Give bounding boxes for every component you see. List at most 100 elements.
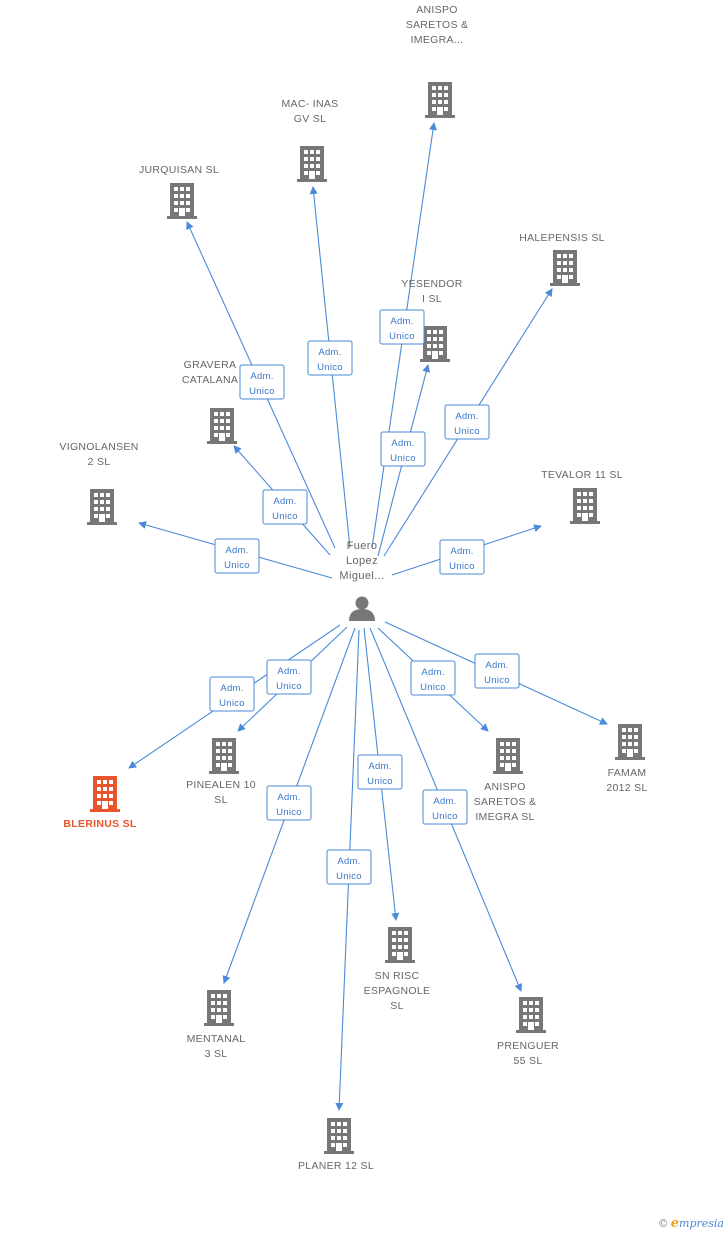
edge-label-text: Adm. — [337, 856, 360, 867]
company-label-line: SL — [390, 1000, 403, 1012]
edge-label-text: Unico — [449, 561, 475, 572]
edge-label-text: Unico — [272, 511, 298, 522]
edge-label-text: Adm. — [225, 545, 248, 556]
edge-label-box — [357, 754, 403, 790]
edge-label-box — [474, 653, 520, 689]
building-icon — [90, 776, 120, 812]
edge-label-box — [209, 676, 255, 712]
company-node-planer[interactable]: PLANER 12 SL — [298, 1118, 374, 1172]
edge-label-anispo-top: Adm. Unico — [379, 309, 425, 345]
building-icon — [385, 927, 415, 963]
building-icon — [493, 738, 523, 774]
edge-label-text: Unico — [317, 362, 343, 373]
edge-label-box — [262, 489, 308, 525]
company-node-mentanal[interactable]: MENTANAL 3 SL — [187, 990, 246, 1060]
edge-label-box — [266, 785, 312, 821]
company-label-line: CATALANA — [182, 374, 238, 386]
building-icon — [209, 738, 239, 774]
person-name-line: Lopez — [346, 555, 378, 567]
company-label-line: 55 SL — [514, 1055, 543, 1067]
edge-label-mentanal: Adm.Unico — [266, 785, 312, 821]
edge-label-text: Unico — [367, 776, 393, 787]
company-label-line: YESENDOR — [401, 278, 462, 290]
company-label-line: IMEGRA... — [411, 34, 464, 46]
building-icon — [570, 488, 600, 524]
edge-label-box — [307, 340, 353, 376]
company-label-line: FAMAM — [608, 767, 647, 779]
edge-label-text: Adm. — [368, 761, 391, 772]
company-label-line: ESPAGNOLE — [364, 985, 431, 997]
edge-label-text: Unico — [390, 453, 416, 464]
edge-label-text: Adm. — [485, 660, 508, 671]
edge-label-anispo-bottom: Adm.Unico — [410, 660, 456, 696]
company-node-blerinus[interactable]: BLERINUS SL — [63, 776, 137, 830]
company-node-yesendor[interactable]: YESENDOR I SL — [401, 278, 462, 362]
company-label-line: MENTANAL — [187, 1033, 246, 1045]
company-label-line: PRENGUER — [497, 1040, 559, 1052]
empresia-watermark[interactable]: ©empresia — [658, 1216, 724, 1231]
building-icon — [550, 250, 580, 286]
building-icon — [207, 408, 237, 444]
building-icon — [615, 724, 645, 760]
company-node-snrisc[interactable]: SN RISC ESPAGNOLE SL — [364, 927, 431, 1012]
edge-label-snrisc: Adm. Unico — [357, 754, 403, 790]
company-label-line: I SL — [422, 293, 442, 305]
edge-label-box — [266, 659, 312, 695]
edge-label-gravera: Adm.Unico — [262, 489, 308, 525]
edge-label-macinas: Adm.Unico — [307, 340, 353, 376]
company-label-line: JURQUISAN SL — [139, 164, 219, 176]
company-node-prenguer[interactable]: PRENGUER 55 SL — [497, 997, 559, 1067]
empresia-logo-icon: e — [670, 1216, 680, 1231]
edge-label-text: Unico — [276, 681, 302, 692]
company-label-line: MAC- INAS — [282, 98, 339, 110]
edge-label-text: Adm. — [421, 667, 444, 678]
edge-label-text: Adm. — [277, 666, 300, 677]
building-icon — [167, 183, 197, 219]
edge-label-text: Adm. — [390, 316, 413, 327]
edge-label-yesendor: Adm. Unico — [380, 431, 426, 467]
company-label-line: ANISPO — [416, 4, 457, 16]
company-node-tevalor[interactable]: TEVALOR 11 SL — [541, 469, 623, 524]
edge-label-text: Adm. — [455, 411, 478, 422]
company-node-halepensis[interactable]: HALEPENSIS SL — [519, 232, 605, 286]
edge-label-planer: Adm. Unico — [326, 849, 372, 885]
edge-label-text: Adm. — [220, 683, 243, 694]
edge-label-text: Unico — [336, 871, 362, 882]
edge-label-text: Unico — [454, 426, 480, 437]
company-node-pinealen[interactable]: PINEALEN 10 SL — [186, 738, 256, 806]
company-label-line: SL — [214, 794, 227, 806]
edge-label-text: Adm. — [450, 546, 473, 557]
building-icon — [425, 82, 455, 118]
person-name-line: Miguel... — [339, 570, 384, 582]
company-node-jurquisan[interactable]: JURQUISAN SL — [139, 164, 219, 219]
person-node[interactable]: FueroLopezMiguel... — [339, 540, 384, 621]
company-label-line: IMEGRA SL — [475, 811, 534, 823]
person-icon — [349, 596, 375, 621]
building-icon — [297, 146, 327, 182]
edge-label-pinealen: Adm. Unico — [266, 659, 312, 695]
company-label-line: TEVALOR 11 SL — [541, 469, 623, 481]
edge-label-text: Unico — [484, 675, 510, 686]
edge-label-text: Unico — [389, 331, 415, 342]
edge-label-text: Unico — [249, 386, 275, 397]
edge-label-jurquisan: Adm. Unico — [239, 364, 285, 400]
edge-label-text: Adm. — [250, 371, 273, 382]
edge-label-box — [214, 538, 260, 574]
building-icon — [324, 1118, 354, 1154]
edge-label-box — [380, 431, 426, 467]
company-label-line: PINEALEN 10 — [186, 779, 256, 791]
building-icon — [87, 489, 117, 525]
company-label-line: 3 SL — [205, 1048, 228, 1060]
company-label-line: PLANER 12 SL — [298, 1160, 374, 1172]
company-label-line: SN RISC — [375, 970, 420, 982]
edge-label-text: Adm. — [391, 438, 414, 449]
edge-label-vignolansen: Adm.Unico — [214, 538, 260, 574]
person-name-line: Fuero — [347, 540, 378, 552]
